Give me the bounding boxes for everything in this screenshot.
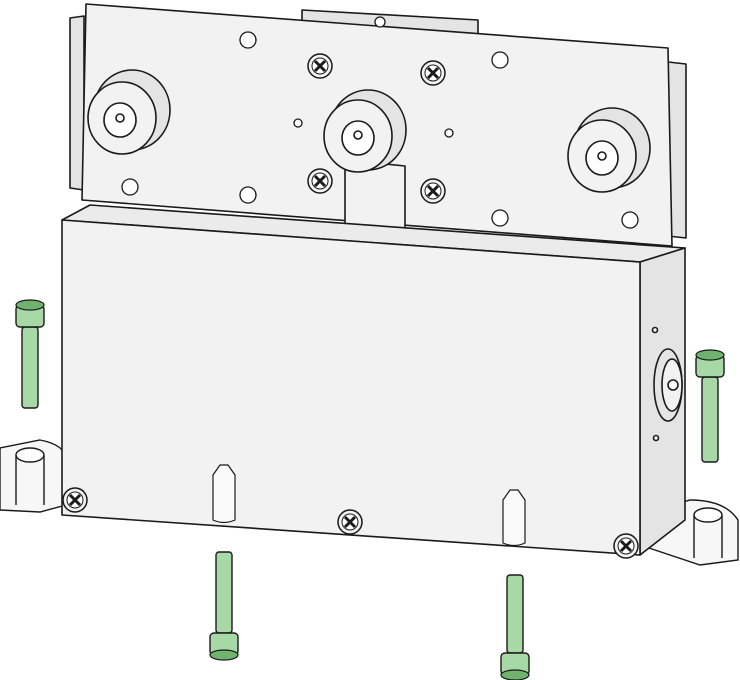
- dowel-pin: [212, 464, 236, 524]
- wheel-right: [567, 107, 651, 193]
- main-block: [61, 204, 686, 556]
- cross-screw: [420, 178, 446, 204]
- main-block-front: [61, 219, 641, 556]
- cross-screw: [307, 53, 333, 79]
- cross-screw: [62, 487, 88, 513]
- dowel-pin: [502, 489, 526, 547]
- hole: [491, 51, 509, 69]
- hole: [374, 16, 386, 28]
- cross-screw: [420, 60, 446, 86]
- mounting-screws: [15, 299, 725, 680]
- cross-screws: [62, 53, 639, 559]
- wheel-center: [323, 89, 407, 173]
- cross-screw: [613, 533, 639, 559]
- side-connector: [653, 348, 683, 422]
- hole: [293, 118, 303, 128]
- top-plate-holes: [121, 16, 639, 229]
- green-screw: [15, 299, 45, 409]
- green-screw: [500, 574, 530, 680]
- wheels: [87, 69, 651, 193]
- dowel-pins: [212, 464, 526, 547]
- hole: [491, 209, 509, 227]
- hole: [239, 31, 257, 49]
- hole: [621, 211, 639, 229]
- cross-screw: [307, 168, 333, 194]
- green-screw: [695, 349, 725, 463]
- hole: [239, 186, 257, 204]
- top-plate-rail-left: [69, 15, 85, 191]
- cross-screw: [337, 509, 363, 535]
- green-screw: [209, 551, 239, 661]
- wheel-left: [87, 69, 171, 155]
- hole: [121, 178, 139, 196]
- hole: [444, 128, 454, 138]
